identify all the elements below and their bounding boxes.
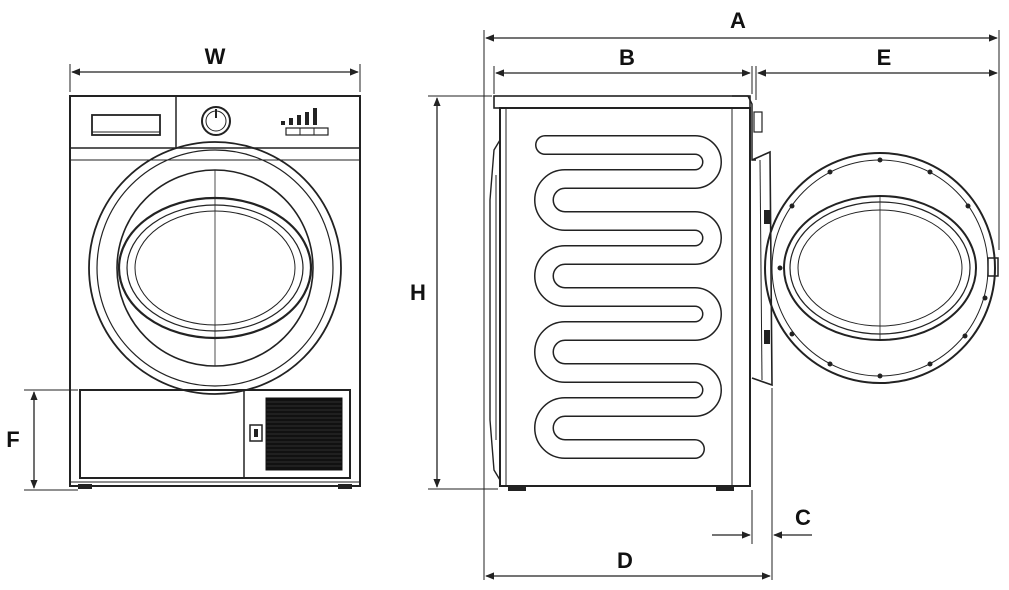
label-A: A <box>730 8 746 33</box>
top-lid <box>493 95 751 109</box>
dimension-D: D <box>485 548 771 580</box>
side-knob <box>753 111 763 133</box>
label-B: B <box>619 45 635 70</box>
label-E: E <box>877 45 892 70</box>
dimension-E: E <box>755 45 998 100</box>
side-foot-front <box>716 486 734 491</box>
plinth-panel <box>79 389 351 479</box>
front-foot-right <box>338 484 352 489</box>
filter-latch-icon <box>249 424 263 442</box>
open-door <box>764 152 999 384</box>
drawer-handle <box>91 114 161 136</box>
front-view <box>69 95 361 489</box>
dimension-C: C <box>712 388 812 580</box>
label-H: H <box>410 280 426 305</box>
front-body-outline <box>69 95 361 487</box>
label-D: D <box>617 548 633 573</box>
indicator-lights-icon <box>281 108 329 136</box>
dimension-A: A <box>483 8 1000 580</box>
label-C: C <box>795 505 811 530</box>
dimension-F: F <box>6 389 78 491</box>
front-foot-left <box>78 484 92 489</box>
dimension-H: H <box>410 95 498 490</box>
label-F: F <box>6 427 19 452</box>
side-foot-rear <box>508 486 526 491</box>
door-latch <box>987 257 999 277</box>
rear-panel <box>489 139 501 481</box>
door-screws <box>777 157 988 379</box>
side-view <box>489 95 773 491</box>
vent-grill <box>265 397 343 471</box>
door-hinge-edge <box>751 150 773 387</box>
dimension-W: W <box>69 44 361 92</box>
front-door <box>88 141 342 395</box>
label-W: W <box>205 44 226 69</box>
program-knob-icon <box>201 106 231 136</box>
dimension-B: B <box>493 45 753 94</box>
